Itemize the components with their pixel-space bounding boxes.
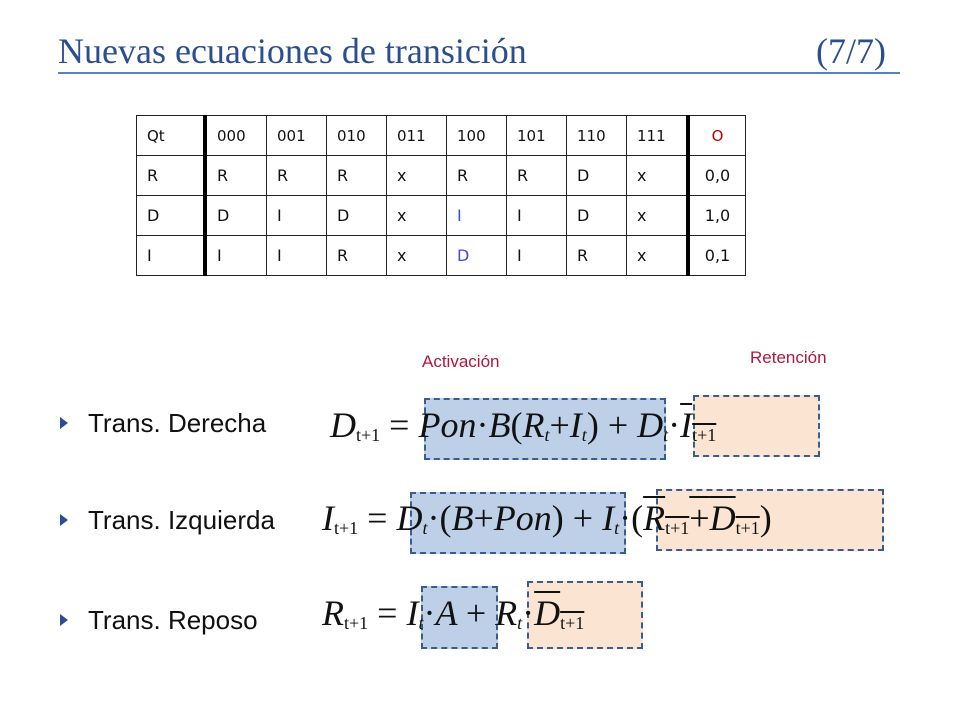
table-cell: I <box>506 195 567 236</box>
title-page-indicator: (7/7) <box>816 31 886 71</box>
bullet-arrow-icon <box>60 614 68 626</box>
table-header-row: Qt 000 001 010 011 100 101 110 111 O <box>136 115 746 156</box>
table-row: I I I R x D I R x 0,1 <box>136 235 746 276</box>
bullet-reposo: Trans. Reposo <box>60 605 258 636</box>
table-output-cell: 0,0 <box>687 155 746 196</box>
table-header-cell: 100 <box>446 115 507 156</box>
table-cell: D <box>204 195 267 236</box>
derecha-retention-box <box>693 395 820 457</box>
table-cell: I <box>266 195 327 236</box>
table-cell: R <box>136 155 207 196</box>
table-cell: x <box>386 235 447 276</box>
table-header-cell: Qt <box>136 115 207 156</box>
table-header-cell: 110 <box>566 115 627 156</box>
table-header-cell: 101 <box>506 115 567 156</box>
table-cell: D <box>566 155 627 196</box>
table-header-cell: 111 <box>626 115 690 156</box>
bullet-derecha: Trans. Derecha <box>60 408 266 439</box>
equation-derecha: Dt+1 = Pon·B(Rt+It) + Dt·It+1 <box>330 405 717 445</box>
table-header-cell: 001 <box>266 115 327 156</box>
table-cell: I <box>266 235 327 276</box>
table-cell: R <box>326 155 387 196</box>
table-cell: R <box>446 155 507 196</box>
bullet-text: Trans. Izquierda <box>88 505 275 535</box>
table-cell: D <box>566 195 627 236</box>
table-output-cell: 1,0 <box>687 195 746 236</box>
bullet-arrow-icon <box>60 417 68 429</box>
table-cell: R <box>326 235 387 276</box>
table-cell: R <box>204 155 267 196</box>
table-cell: I <box>506 235 567 276</box>
transition-table: Qt 000 001 010 011 100 101 110 111 O R R… <box>136 115 746 276</box>
bullet-text: Trans. Reposo <box>88 605 258 635</box>
table-cell: I <box>136 235 207 276</box>
table-output-cell: 0,1 <box>687 235 746 276</box>
table-cell: R <box>266 155 327 196</box>
equation-izquierda: It+1 = Dt·(B+Pon) + It·(Rt+1+Dt+1) <box>322 498 772 538</box>
reposo-activation-box <box>421 586 498 649</box>
activacion-label: Activación <box>422 352 500 371</box>
table-cell: I <box>204 235 267 276</box>
table-cell: x <box>626 235 690 276</box>
table-row: D D I D x I I D x 1,0 <box>136 195 746 236</box>
izquierda-activation-box <box>410 492 626 554</box>
title-underline <box>58 72 900 74</box>
title-text: Nuevas ecuaciones de transición <box>58 31 527 71</box>
table-cell: D <box>326 195 387 236</box>
retencion-label: Retención <box>750 348 827 367</box>
izquierda-retention-box <box>656 489 884 551</box>
equation-reposo: Rt+1 = It·A + Rt·Dt+1 <box>322 593 585 633</box>
bullet-izquierda: Trans. Izquierda <box>60 505 275 536</box>
slide-title: Nuevas ecuaciones de transición (7/7) <box>58 30 900 76</box>
table-cell: x <box>626 155 690 196</box>
table-row: R R R R x R R D x 0,0 <box>136 155 746 196</box>
table-cell-highlight: D <box>446 235 507 276</box>
table-cell: x <box>386 195 447 236</box>
table-header-cell: 011 <box>386 115 447 156</box>
table-cell: x <box>386 155 447 196</box>
derecha-activation-box <box>424 398 666 460</box>
table-cell: D <box>136 195 207 236</box>
table-cell: x <box>626 195 690 236</box>
bullet-text: Trans. Derecha <box>88 408 267 438</box>
table-cell: R <box>506 155 567 196</box>
table-header-output: O <box>687 115 746 156</box>
reposo-retention-box <box>527 581 643 649</box>
table-header-cell: 010 <box>326 115 387 156</box>
bullet-arrow-icon <box>60 514 68 526</box>
table-cell-highlight: I <box>446 195 507 236</box>
table-cell: R <box>566 235 627 276</box>
table-header-cell: 000 <box>204 115 267 156</box>
